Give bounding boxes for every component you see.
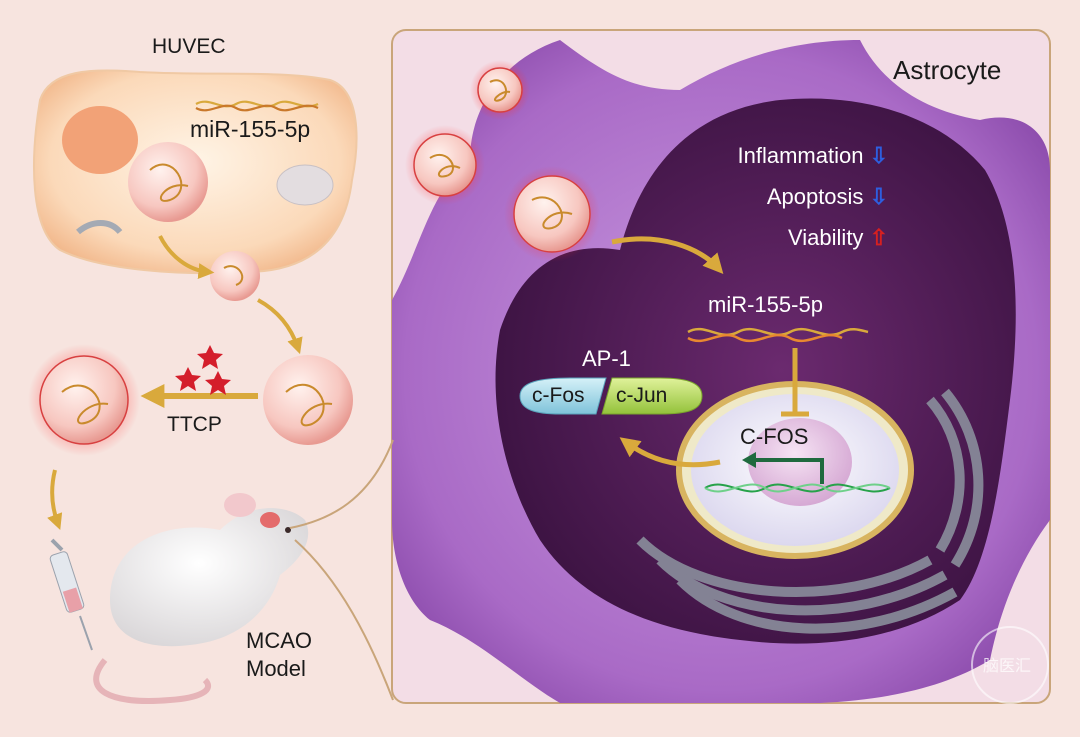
arrow-down-icon: ⇩ <box>869 143 888 168</box>
arrow-up-icon: ⇧ <box>869 225 888 250</box>
effects-list: Inflammation ⇩ Apoptosis ⇩ Viability ⇧ <box>737 143 888 266</box>
huvec-panel <box>28 69 394 704</box>
watermark-text: 脑医汇 <box>983 658 1032 675</box>
cjun-shape <box>601 377 703 415</box>
effect-viability: Viability ⇧ <box>737 225 888 266</box>
zoom-connector-bottom <box>294 539 394 701</box>
endoplasmic-reticulum <box>636 388 984 634</box>
astrocyte-exosomes <box>405 60 600 262</box>
arrow-down-icon: ⇩ <box>869 184 888 209</box>
ttcp-particles <box>175 345 231 395</box>
mitochondrion <box>276 164 334 206</box>
effect-apoptosis: Apoptosis ⇩ <box>737 184 888 225</box>
mouse <box>93 493 309 704</box>
secretion-arrow-2 <box>257 298 303 355</box>
secretion-arrow-1 <box>158 235 215 279</box>
cfos-shape <box>519 377 607 415</box>
golgi <box>76 220 123 235</box>
huvec-label: HUVEC <box>152 35 226 58</box>
syringe <box>49 538 93 651</box>
mcao-label-line1: MCAO <box>246 628 312 653</box>
effect-inflammation: Inflammation ⇩ <box>737 143 888 184</box>
huvec-mirna <box>195 100 319 112</box>
mcao-label-line2: Model <box>246 656 306 681</box>
zoom-connector-top <box>289 439 394 529</box>
injection-arrow <box>47 469 63 530</box>
astrocyte-mirna <box>687 327 869 343</box>
huvec-mirna-label: miR-155-5p <box>190 116 311 142</box>
ap1-label: AP-1 <box>582 346 631 371</box>
uptake-arrow <box>611 236 724 274</box>
effect-label: Viability <box>788 225 864 250</box>
engineered-exosome <box>28 344 140 456</box>
transcription-arrow <box>748 458 824 484</box>
watermark-logo <box>971 626 1049 704</box>
effect-label: Apoptosis <box>766 184 864 209</box>
translation-arrow <box>619 437 721 468</box>
ttcp-label: TTCP <box>167 413 222 436</box>
cjun-label: c-Jun <box>616 384 668 407</box>
nucleus-organelle <box>62 106 138 174</box>
dna-helix <box>704 483 891 493</box>
astrocyte-label: Astrocyte <box>893 55 1002 85</box>
effect-label: Inflammation <box>737 143 864 168</box>
astrocyte-panel <box>391 29 1051 704</box>
cfos-gene-label: C-FOS <box>740 424 809 449</box>
cfos-label: c-Fos <box>532 384 585 407</box>
astrocyte-mirna-label: miR-155-5p <box>708 292 823 317</box>
ap1-complex <box>519 377 703 415</box>
huvec-vesicles <box>128 142 353 445</box>
inhibition-line <box>781 348 809 417</box>
